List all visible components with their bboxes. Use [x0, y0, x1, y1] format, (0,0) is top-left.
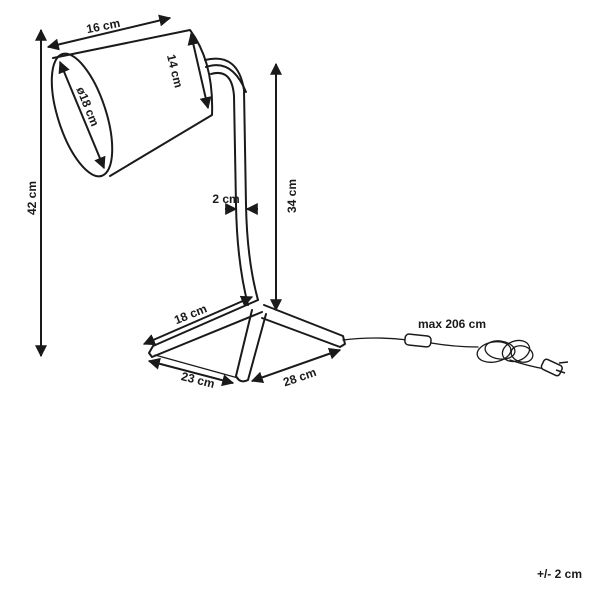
- lamp-arm: [204, 57, 259, 306]
- total-height-label: 42 cm: [25, 181, 39, 215]
- base-back-dimension-line: [142, 295, 254, 346]
- tolerance-note: +/- 2 cm: [537, 567, 582, 581]
- cable-length-label: max 206 cm: [418, 317, 486, 331]
- plug-icon: [540, 358, 569, 377]
- lamp-cable: [342, 333, 569, 377]
- shade-width-dimension-line: [46, 14, 172, 51]
- lamp-shade: [50, 29, 247, 178]
- base-left-dimension-line: [147, 357, 235, 387]
- shade-side-label: 14 cm: [164, 53, 186, 89]
- shade-diameter-dimension-line: [58, 60, 106, 170]
- base-left-label: 23 cm: [180, 369, 216, 391]
- tube-thickness-label: 2 cm: [212, 192, 239, 206]
- shade-side-dimension-line: [187, 32, 212, 110]
- base-right-dimension-line: [250, 347, 342, 384]
- inline-switch: [404, 333, 432, 348]
- shade-width-label: 16 cm: [85, 16, 121, 36]
- arm-height-label: 34 cm: [285, 179, 299, 213]
